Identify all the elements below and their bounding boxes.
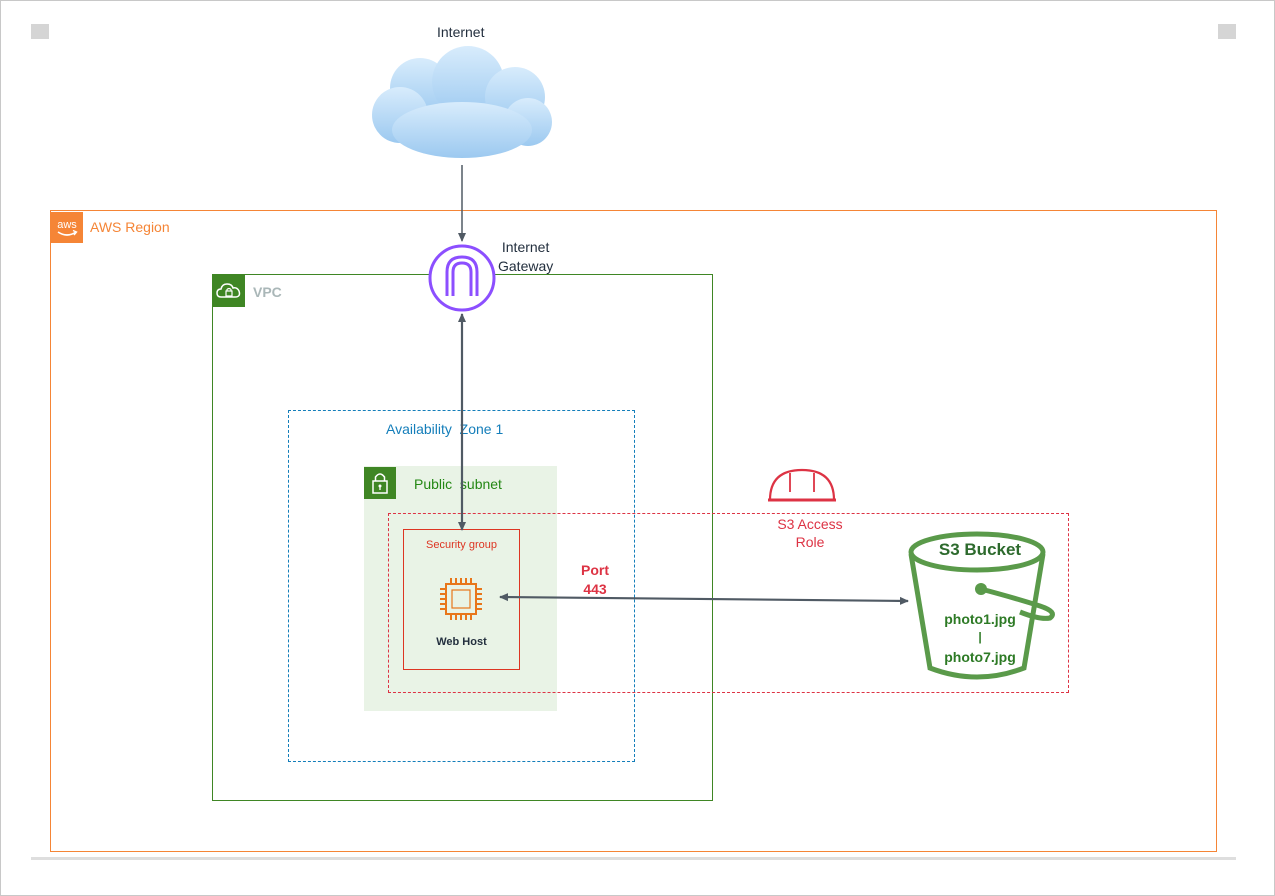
port-label-line1: Port (581, 562, 609, 578)
port-label: Port 443 (570, 561, 620, 599)
internet-gateway-label-line1: Internet (501, 239, 550, 255)
s3-access-role-label: S3 Access Role (745, 515, 875, 551)
internet-label: Internet (437, 24, 485, 40)
cloud-lock-icon (213, 275, 245, 307)
bucket-file-2: photo7.jpg (944, 649, 1016, 665)
aws-badge-text: aws (57, 219, 77, 231)
s3-bucket-icon[interactable] (908, 531, 1055, 680)
corner-handle-top-right[interactable] (1218, 24, 1236, 39)
security-group-label: Security group (426, 539, 497, 551)
availability-zone-label: Availability Zone 1 (386, 421, 504, 437)
s3-access-role-label-line2: Role (795, 534, 825, 550)
bucket-file-separator: | (978, 630, 982, 644)
s3-access-role-box[interactable] (388, 513, 1069, 693)
aws-region-box[interactable] (50, 210, 1217, 852)
internet-gateway-icon[interactable] (428, 244, 496, 312)
aws-region-label: AWS Region (90, 219, 170, 235)
s3-access-role-label-line1: S3 Access (777, 516, 843, 532)
internet-gateway-label-line2: Gateway (498, 258, 554, 274)
public-subnet-label: Public subnet (414, 476, 502, 492)
bottom-divider (31, 857, 1236, 860)
arrow-webhost-to-bucket[interactable] (499, 593, 909, 605)
aws-logo-icon: aws (51, 212, 83, 243)
port-label-line2: 443 (583, 581, 607, 597)
internet-gateway-label: Internet Gateway (498, 238, 553, 276)
s3-bucket-title: S3 Bucket (938, 540, 1022, 559)
padlock-icon (364, 467, 396, 499)
ec2-chip-icon[interactable] (440, 578, 482, 620)
web-host-label: Web Host (436, 636, 487, 648)
bucket-file-1: photo1.jpg (944, 611, 1016, 627)
vpc-label: VPC (253, 284, 282, 300)
corner-handle-top-left[interactable] (31, 24, 49, 39)
helmet-icon[interactable] (768, 468, 836, 502)
